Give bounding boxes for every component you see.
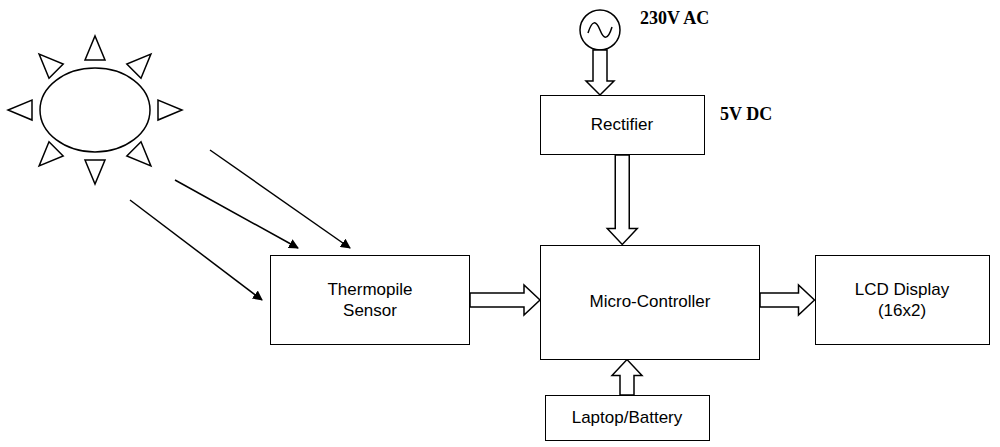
box-label: Laptop/Battery xyxy=(572,407,683,428)
box-label: LCD Display (16x2) xyxy=(847,279,957,322)
box-label: Thermopile Sensor xyxy=(315,279,425,322)
signal-arrow xyxy=(760,285,815,315)
sensor-box: Thermopile Sensor xyxy=(270,255,470,345)
display-box: LCD Display (16x2) xyxy=(815,255,990,345)
signal-arrow xyxy=(612,360,642,396)
supply-arrow xyxy=(586,50,614,95)
sun-symbol xyxy=(8,36,182,184)
voltage-label: 230V AC xyxy=(640,8,709,29)
controller-box: Micro-Controller xyxy=(540,245,760,360)
signal-arrow xyxy=(470,285,540,315)
box-label: Rectifier xyxy=(591,114,653,135)
power-box: Laptop/Battery xyxy=(545,395,710,441)
signal-arrow xyxy=(607,155,637,245)
process-box: Rectifier xyxy=(540,95,705,155)
box-label: Micro-Controller xyxy=(590,291,711,312)
voltage-label: 5V DC xyxy=(720,104,772,125)
ac-source-symbol xyxy=(580,10,620,50)
